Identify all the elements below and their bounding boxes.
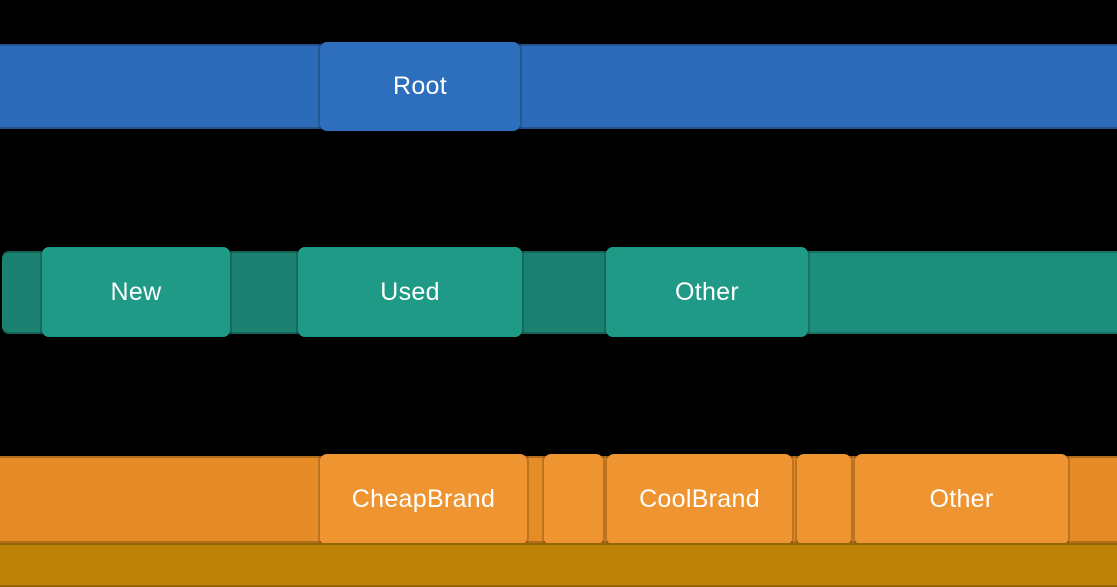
node-tile-condition-other[interactable]: Other [606,247,808,337]
level-bar-condition-right-segment [808,251,1117,334]
node-label-brand-coolbrand: CoolBrand [639,485,760,513]
node-tile-brand-other[interactable]: Other [855,454,1068,545]
node-tile-condition-used[interactable]: Used [298,247,522,337]
node-tile-root-root[interactable]: Root [320,42,520,131]
node-label-brand-other: Other [929,485,994,513]
level-bar-leaf-strip [0,543,1117,587]
sibling-tile-brand-1[interactable] [797,454,851,545]
node-label-condition-used: Used [380,277,440,306]
node-label-brand-cheapbrand: CheapBrand [351,485,496,513]
node-label-condition-other: Other [674,277,740,306]
node-tile-brand-coolbrand[interactable]: CoolBrand [607,454,792,545]
node-tile-condition-new[interactable]: New [42,247,230,337]
node-label-condition-new: New [110,277,162,306]
sibling-tile-brand-0[interactable] [544,454,603,545]
level-bar-root [0,44,1117,129]
node-label-root-root: Root [392,72,447,100]
node-tile-brand-cheapbrand[interactable]: CheapBrand [320,454,527,545]
